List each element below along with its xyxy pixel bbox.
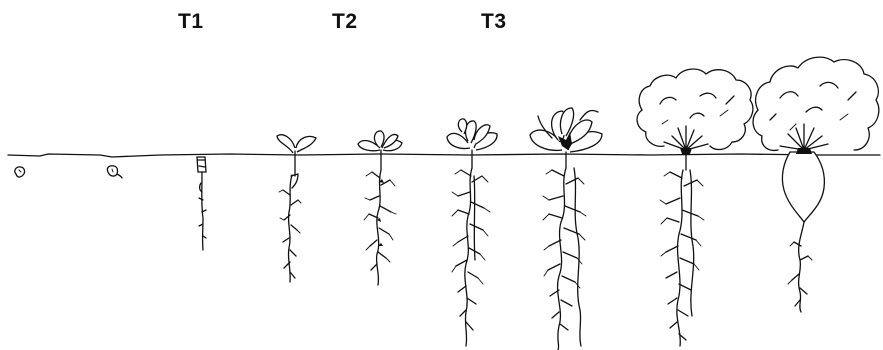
plant-stage-rosette: [530, 108, 602, 350]
plant-stage-four-leaf: [447, 119, 497, 346]
plant-stage-germination: [197, 157, 206, 250]
plant-stage-canopy: [637, 69, 753, 346]
plant-stage-cotyledon: [277, 135, 316, 282]
plant-stage-seed: [15, 167, 25, 177]
plant-stage-mature-beet: [753, 57, 879, 312]
soil-surface-line: [8, 154, 880, 157]
plant-stage-imbibed-seed: [107, 166, 122, 178]
